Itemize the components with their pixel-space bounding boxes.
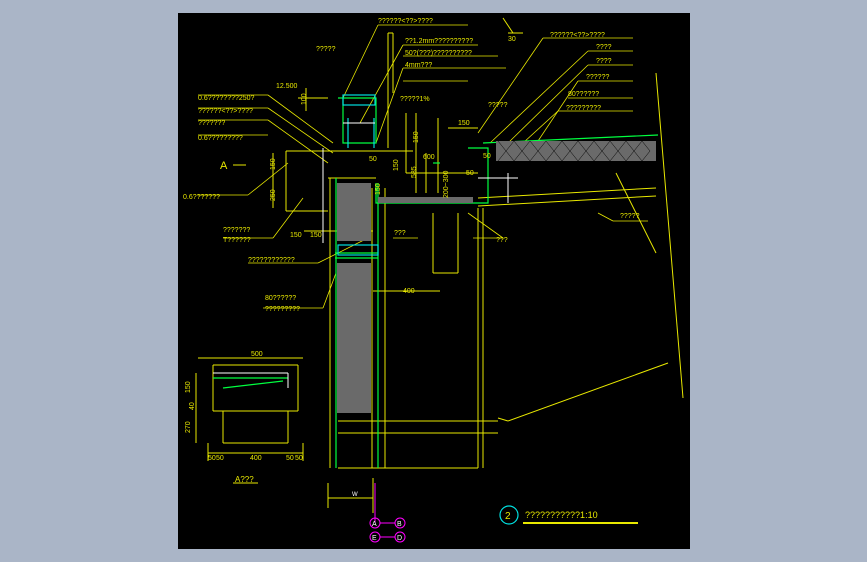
section-drawing: ????? 12.500 0.6????????250? ??????<??>?… [183, 17, 684, 543]
detail-marker-number: 2 [505, 511, 511, 522]
dim-16: 150 [458, 120, 470, 127]
detail-a-dim-3: 40 [189, 402, 196, 410]
callout-left-7: 0.6??????? [183, 194, 220, 201]
callout-top-10: 80?????? [568, 91, 599, 98]
callout-top-8: ???? [596, 58, 612, 65]
detail-a-dim-2: 150 [185, 381, 192, 393]
drawing-canvas[interactable]: ????? 12.500 0.6????????250? ??????<??>?… [178, 13, 690, 549]
callout-left-12: ????????? [265, 306, 300, 313]
callout-top-11: ????????? [566, 105, 601, 112]
north-label: 30 [508, 36, 516, 43]
detail-marker-title: ???????????1:10 [525, 510, 598, 520]
dim-12: 50 [466, 170, 474, 177]
callout-top-3: 50?(???)?????????? [405, 50, 472, 57]
callout-left-9: T?????? [223, 237, 251, 244]
callout-top-12: ????? [488, 102, 508, 109]
callout-left-8: ??????? [223, 227, 250, 234]
callout-top-5: ?????1% [400, 96, 430, 103]
dim-15: 400 [403, 288, 415, 295]
dim-2: 150 [270, 158, 277, 170]
detail-a-dim-6: 50 [216, 455, 224, 462]
callout-left-6: 0.6????????? [198, 135, 243, 142]
dim-4: 250 [270, 189, 277, 201]
axis-bubble-b: B [397, 521, 402, 528]
callout-top-7: ???? [596, 44, 612, 51]
callout-left-3: 0.6????????250? [198, 95, 255, 102]
callout-left-1: ????? [316, 46, 336, 53]
callout-top-4: 4mm??? [405, 62, 432, 69]
callout-top-1: ??????<??>???? [378, 18, 433, 25]
callout-left-10: ???????????? [248, 257, 295, 264]
detail-a-dim-7: 400 [250, 455, 262, 462]
section-mark-a: A [220, 160, 228, 172]
detail-a-title: A??? [235, 475, 254, 484]
dim-10: 585 [411, 166, 418, 178]
dim-7: 50 [369, 156, 377, 163]
dim-14: 200~300 [443, 170, 450, 198]
dim-13: 50 [483, 153, 491, 160]
callout-left-4: ??????<??>???? [198, 108, 253, 115]
callout-mid-1: ??? [394, 230, 406, 237]
dim-1: 100 [301, 93, 308, 105]
callout-left-5: ??????? [198, 120, 225, 127]
axis-bubble-d: D [397, 535, 402, 542]
dim-8: 150 [393, 159, 400, 171]
dim-11: 150 [375, 183, 382, 195]
callout-mid-2: ??? [496, 237, 508, 244]
detail-a-dim-8: 50 [286, 455, 294, 462]
axis-bubble-a: A [372, 521, 377, 528]
callout-top-2: ??1.2mm?????????? [405, 38, 473, 45]
dim-5: 150 [290, 232, 302, 239]
detail-a-dim-5: 50 [208, 455, 216, 462]
axis-bubble-e: E [372, 535, 377, 542]
callout-top-6: ??????<??>???? [550, 32, 605, 39]
detail-a-dim-1: 500 [251, 351, 263, 358]
callout-left-11: 80?????? [265, 295, 296, 302]
dim-9: 600 [423, 154, 435, 161]
detail-marker: 2 ???????????1:10 [499, 505, 598, 525]
dim-6: 150 [413, 131, 420, 143]
detail-a-dim-9: 50 [295, 455, 303, 462]
callout-right-1: ????? [620, 213, 640, 220]
dim-3: 150 [310, 232, 322, 239]
axis-dim-label: W [352, 492, 358, 498]
callout-left-2: 12.500 [276, 83, 298, 90]
detail-a-dim-4: 270 [185, 421, 192, 433]
callout-top-9: ?????? [586, 74, 609, 81]
